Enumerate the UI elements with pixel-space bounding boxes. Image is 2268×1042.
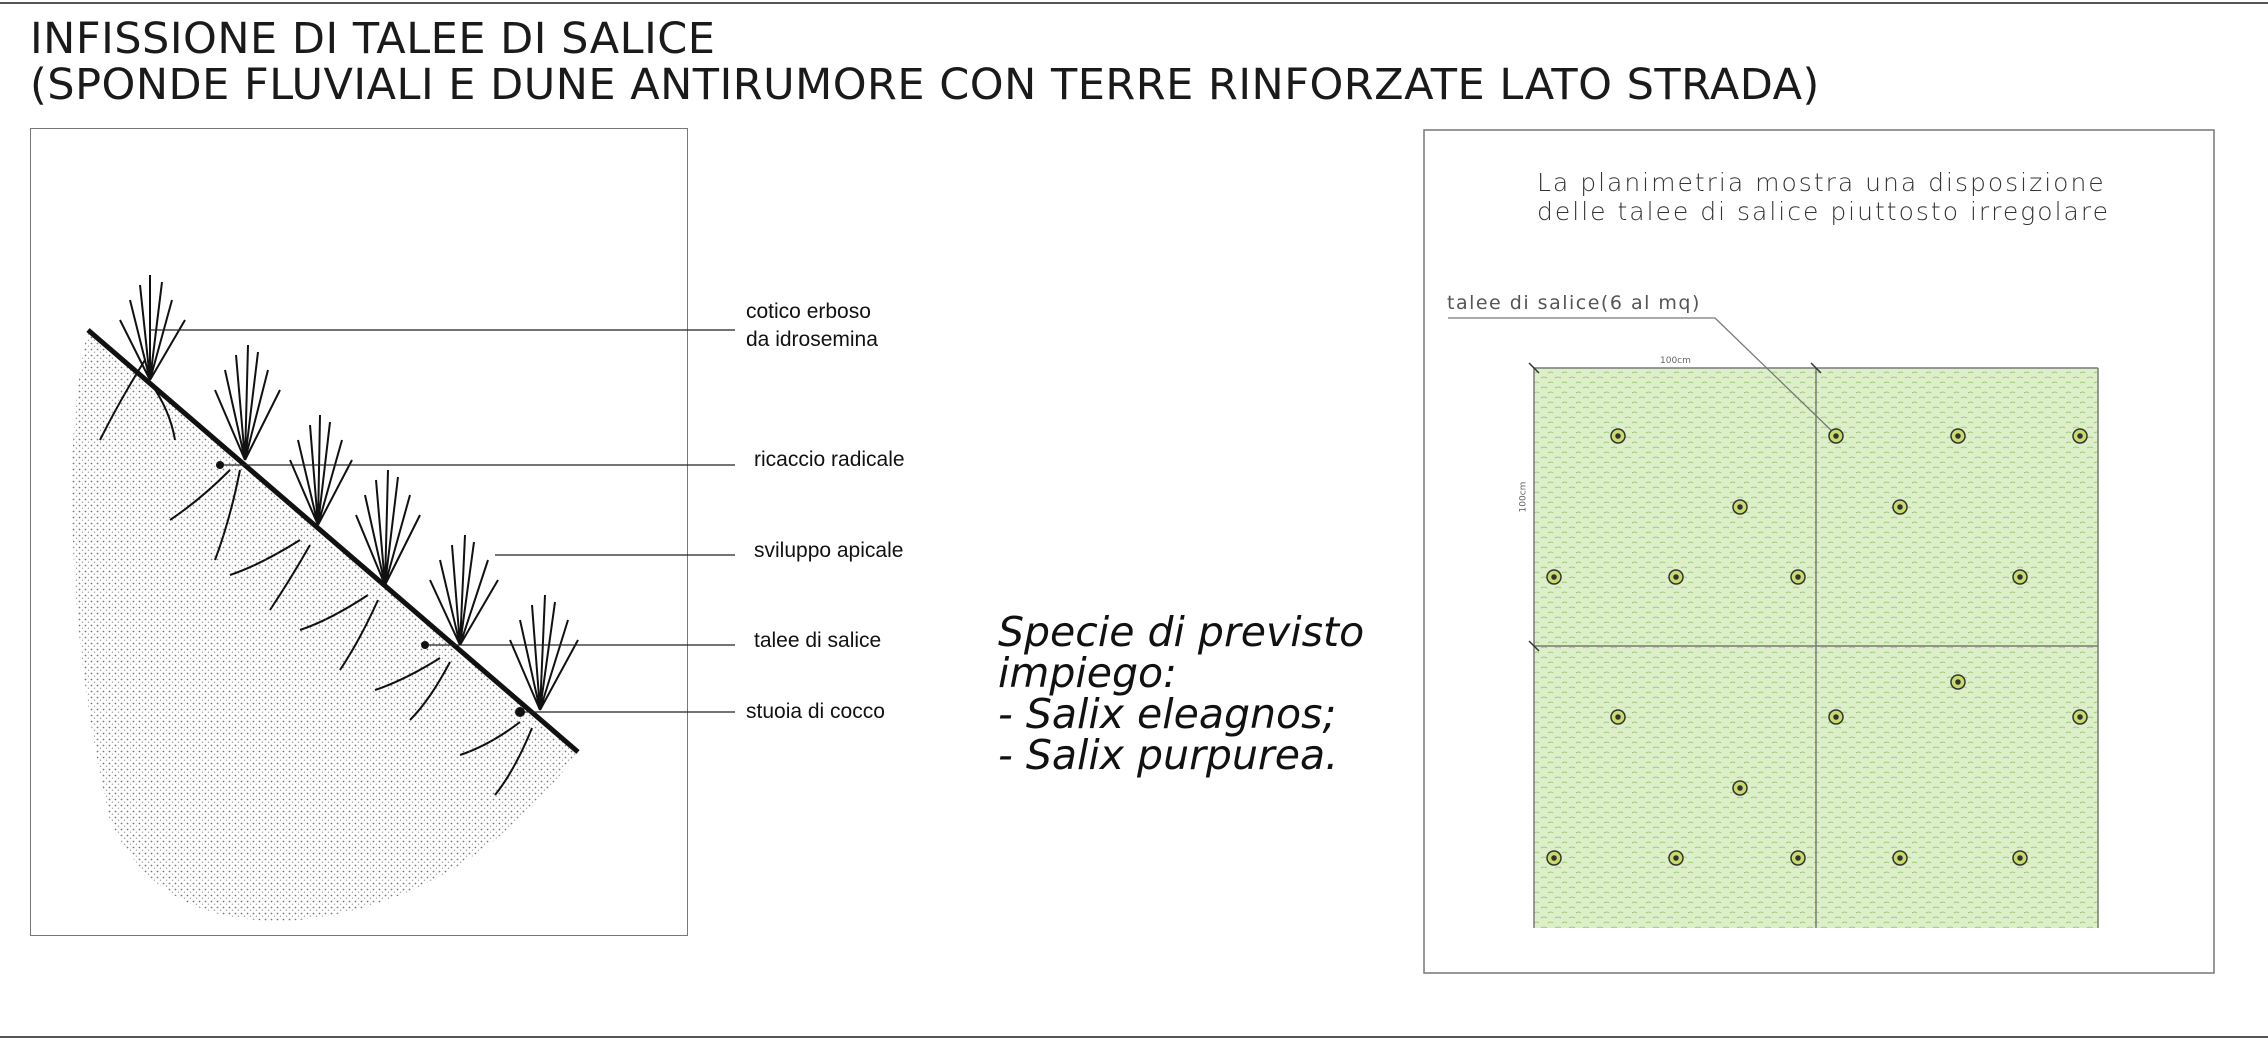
label-stuoia: stuoia di cocco: [746, 700, 885, 723]
label-sviluppo: sviluppo apicale: [754, 539, 904, 562]
cutting-marker: [1668, 850, 1684, 866]
shrub-6: [459, 594, 579, 796]
cutting-marker: [1668, 569, 1684, 585]
cutting-marker: [1892, 499, 1908, 515]
cutting-marker: [1950, 428, 1966, 444]
shrub-5: [374, 534, 499, 721]
plan-note-line-1: La planimetria mostra una disposizione: [1537, 168, 2106, 197]
species-line-3: - Salix eleagnos;: [998, 690, 1337, 738]
dim-top: 100cm: [1660, 356, 1691, 366]
shrub-3: [229, 414, 353, 611]
label-cotico-line-2: da idrosemina: [746, 328, 878, 351]
slope-line: [86, 328, 580, 754]
cutting-marker: [1892, 850, 1908, 866]
title-line-1: INFISSIONE DI TALEE DI SALICE: [30, 14, 716, 64]
cutting-marker: [1790, 569, 1806, 585]
cutting-marker: [1828, 428, 1844, 444]
plan-ticks: [1528, 362, 1822, 652]
leader-lines: [150, 329, 735, 713]
cutting-marker: [1610, 428, 1626, 444]
shrub-4: [299, 469, 421, 671]
cutting-marker: [2072, 428, 2088, 444]
cutting-marker: [1790, 850, 1806, 866]
species-line-1: Specie di previsto: [998, 608, 1365, 656]
shrub-1: [99, 275, 186, 441]
cutting-marker: [1732, 780, 1748, 796]
cutting-marker: [1546, 569, 1562, 585]
title-line-2: (SPONDE FLUVIALI E DUNE ANTIRUMORE CON T…: [30, 60, 1820, 110]
page-title: INFISSIONE DI TALEE DI SALICE (SPONDE FL…: [30, 16, 1820, 108]
cutting-marker: [2072, 709, 2088, 725]
top-border: [0, 2, 2268, 4]
label-ricaccio: ricaccio radicale: [754, 448, 905, 471]
plan-note-line-2: delle talee di salice piuttosto irregola…: [1537, 197, 2110, 226]
dim-left: 100cm: [1518, 481, 1529, 513]
cutting-marker: [1546, 850, 1562, 866]
cutting-marker: [1732, 499, 1748, 515]
cutting-markers: [1546, 428, 2088, 866]
shrub-2: [169, 344, 281, 561]
label-talee: talee di salice: [754, 629, 882, 652]
cutting-label: talee di salice(6 al mq): [1447, 292, 1701, 314]
bottom-border: [0, 1036, 2268, 1038]
cutting-marker: [2012, 850, 2028, 866]
cutting-marker: [1828, 709, 1844, 725]
willow-shrubs: [99, 275, 579, 796]
species-text: Specie di previsto impiego: - Salix elea…: [998, 612, 1364, 776]
earth-body: [71, 330, 579, 921]
cutting-leader: [1448, 317, 1837, 436]
cutting-marker: [1950, 674, 1966, 690]
cutting-marker: [2012, 569, 2028, 585]
species-line-4: - Salix purpurea.: [998, 731, 1339, 779]
label-cotico-line-1: cotico erboso: [746, 300, 871, 323]
plan-note: La planimetria mostra una disposizione d…: [1537, 168, 2110, 226]
cutting-marker: [1610, 709, 1626, 725]
species-line-2: impiego:: [998, 649, 1177, 697]
